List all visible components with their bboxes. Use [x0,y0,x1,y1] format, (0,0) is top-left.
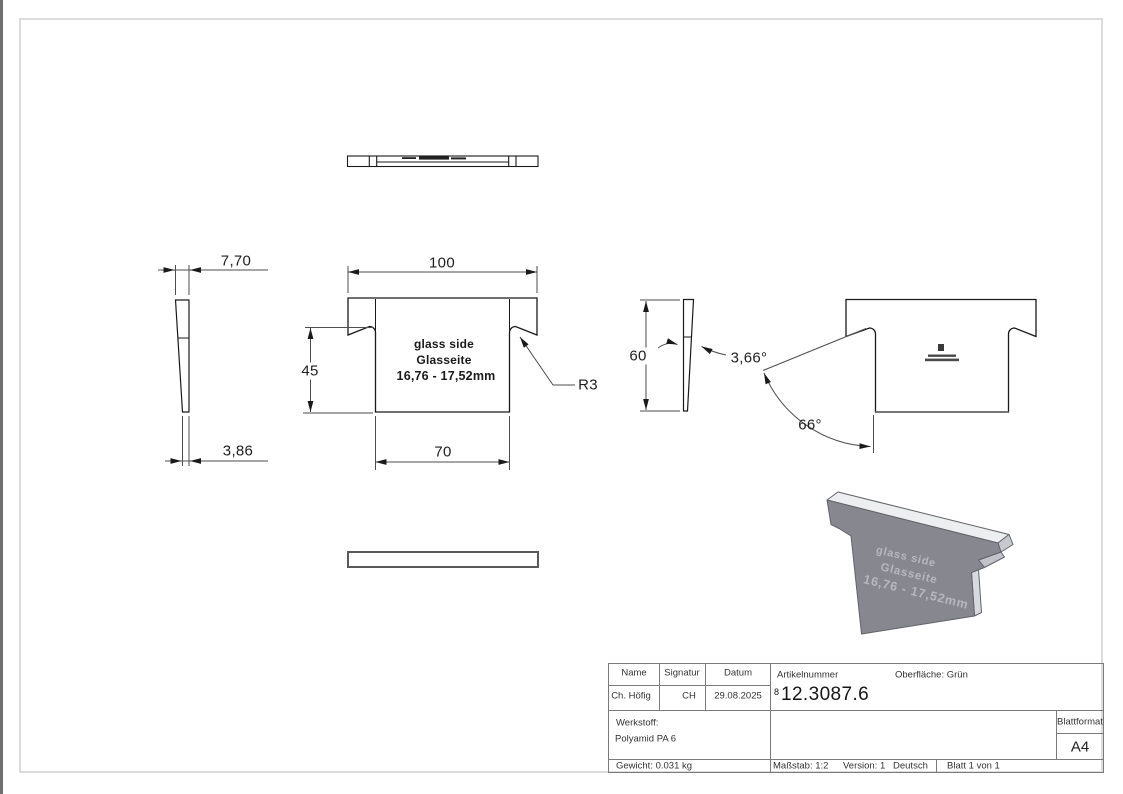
tb-blattformat-label: Blattformat [1057,716,1103,728]
tb-sprache: Deutsch [893,760,928,772]
back-view [762,298,1037,453]
tb-artikelnummer: 12.3087.6 [781,684,870,705]
bottom-view [347,551,539,568]
engraving-line3: 16,76 - 17,52mm [396,369,496,383]
tb-massstab: Maßstab: 1:2 [773,760,829,772]
tb-value-signatur: CH [682,690,696,702]
tb-oberflaeche: Oberfläche: Grün [895,669,968,681]
engraving-line1: glass side [413,337,475,351]
tb-werkstoff-label: Werkstoff: [616,717,659,729]
tb-gewicht: Gewicht: 0.031 kg [616,760,693,772]
dim-taper-angle: 3,66° [730,349,768,367]
tb-werkstoff-value: Polyamid PA 6 [615,733,677,745]
iso-3d-view [826,491,1014,635]
tb-artikelnummer-prefix: 8 [774,687,780,697]
top-view [346,155,539,168]
tb-blattformat-value: A4 [1070,738,1090,756]
tb-header-signatur: Signatur [664,667,700,679]
tb-blatt: Blatt 1 von 1 [947,760,1000,772]
engraving-line2: Glasseite [416,353,472,367]
dim-side-bottom-thickness: 3,86 [222,442,254,460]
sheet-border [19,18,1103,773]
tb-version: Version: 1 [843,760,886,772]
tb-header-datum: Datum [724,667,752,679]
back-view-logo-engraving [925,344,959,362]
side-view-right [640,298,727,412]
window-edge [0,0,3,794]
dim-front-width: 100 [429,254,455,272]
tb-value-datum: 29.08.2025 [714,690,762,702]
side-view-left [158,265,268,466]
dim-notch-angle: 66° [798,416,822,434]
tb-header-artikelnummer: Artikelnummer [777,669,839,681]
dim-front-height: 45 [299,362,321,380]
dim-side-top-thickness: 7,70 [220,252,252,270]
dim-slot-width: 70 [434,443,452,461]
top-view-engraving-mark [402,156,466,160]
front-view [303,266,575,470]
dim-notch-radius: R3 [578,376,598,394]
dim-side-height: 60 [627,347,649,365]
tb-header-name: Name [621,667,647,679]
tb-value-name: Ch. Höfig [611,690,651,702]
